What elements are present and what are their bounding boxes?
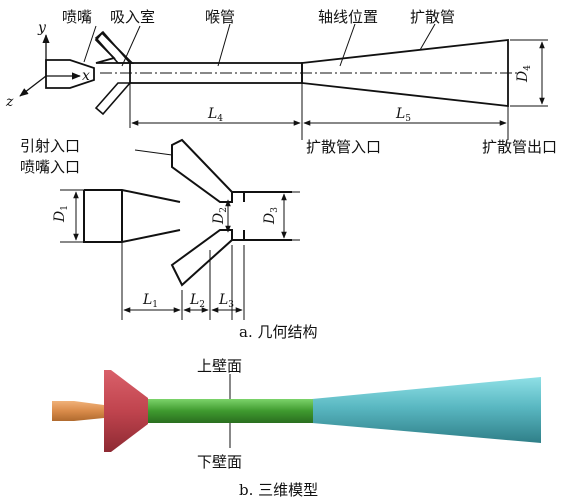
dim-label-l3: L3 [218, 292, 234, 310]
label-diffuser-outlet: 扩散管出口 [482, 138, 557, 156]
dim-label-l2: L2 [189, 292, 205, 310]
label-nozzle: 喷嘴 [62, 8, 92, 26]
dim-label-l1: L1 [142, 292, 158, 310]
label-nozzle-inlet: 喷嘴入口 [20, 158, 80, 176]
dim-label-d4: D4 [515, 65, 533, 83]
top-geometry-view: y x z 喷嘴 吸入 [5, 8, 557, 156]
label-suction-chamber: 吸入室 [110, 8, 155, 26]
top-leaders [83, 23, 548, 140]
detail-geometry-view: 引射入口 喷嘴入口 D1 D2 D3 L1 L2 L3 [20, 137, 300, 320]
detail-nozzle-outline [83, 189, 181, 243]
label-diffuser-inlet: 扩散管入口 [306, 138, 381, 156]
caption-b: b. 三维模型 [239, 481, 318, 499]
label-ejector-inlet: 引射入口 [20, 137, 80, 155]
model-throat [147, 399, 313, 423]
detail-lower-fin [170, 229, 233, 287]
label-lower-wall: 下壁面 [197, 453, 242, 471]
suction-chamber-lower-fin [94, 82, 132, 116]
label-upper-wall: 上壁面 [197, 357, 242, 375]
nozzle-outline [45, 59, 95, 89]
dim-label-d3: D3 [262, 207, 280, 225]
axis-x-label: x [82, 68, 90, 84]
axis-y-label: y [37, 20, 47, 36]
dim-label-d1: D1 [52, 205, 70, 223]
dim-label-l4: L4 [207, 106, 223, 124]
detail-leaders [60, 149, 300, 320]
dim-label-d2: D2 [211, 207, 229, 225]
label-throat: 喉管 [205, 8, 235, 26]
axis-z-label: z [5, 94, 14, 110]
detail-upper-fin [171, 138, 233, 203]
model-view: 上壁面 下壁面 [52, 357, 541, 471]
model-suction-chamber [104, 370, 148, 452]
model-diffuser [312, 377, 541, 443]
dim-label-l5: L5 [395, 106, 411, 124]
model-nozzle [52, 401, 104, 421]
caption-a: a. 几何结构 [239, 323, 317, 341]
label-axis-position: 轴线位置 [318, 8, 378, 26]
detail-throat-outline [231, 191, 292, 241]
label-diffuser: 扩散管 [410, 8, 455, 26]
